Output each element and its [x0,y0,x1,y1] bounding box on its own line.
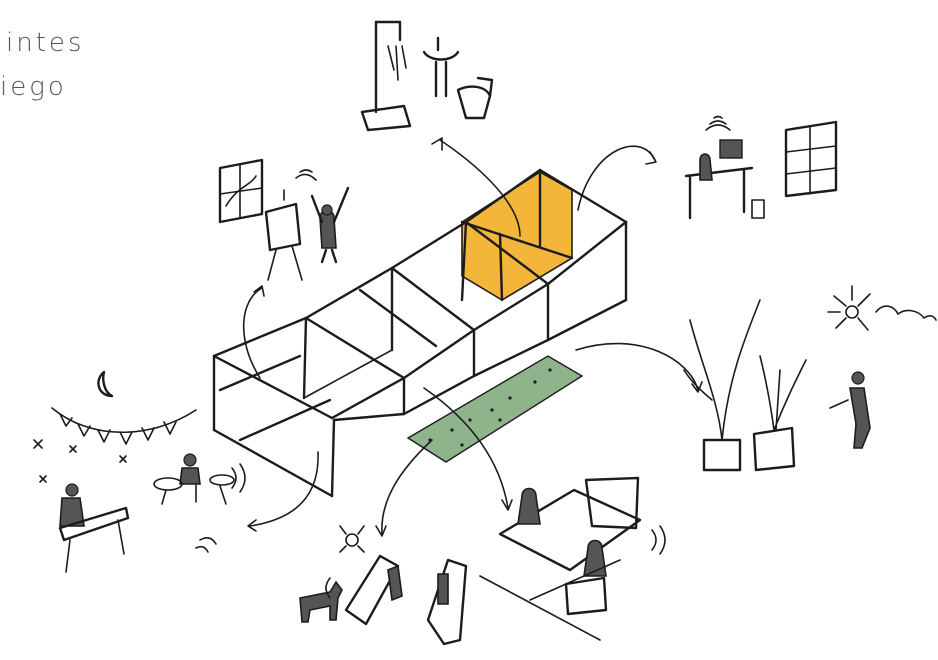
sink-icon [424,38,458,96]
cloud-icon [876,306,936,320]
plants-icon [684,300,806,470]
easel-icon [266,190,302,280]
sun-icon-small [340,526,364,552]
wifi-icon-3 [196,464,665,598]
dancing-person-icon [312,188,348,262]
toilet-icon [458,78,492,118]
garden-floor-patch [408,356,582,462]
wifi-icon-2 [296,170,316,180]
drummer-icon [154,454,234,504]
moon-icon [98,372,112,396]
sun-icon [828,286,870,330]
lounge-chairs-icon [346,556,466,644]
dog-icon [300,582,342,622]
window-icon [220,160,262,222]
desk-workstation-icon [686,140,764,218]
bathroom-volume [462,172,572,300]
bunting-icon [52,408,196,444]
stars-icon [34,440,126,482]
gardener-icon [830,372,870,448]
wifi-icon [706,117,730,131]
bookshelf-icon [786,122,836,196]
shower-icon [362,22,410,130]
pianist-icon [60,484,128,572]
